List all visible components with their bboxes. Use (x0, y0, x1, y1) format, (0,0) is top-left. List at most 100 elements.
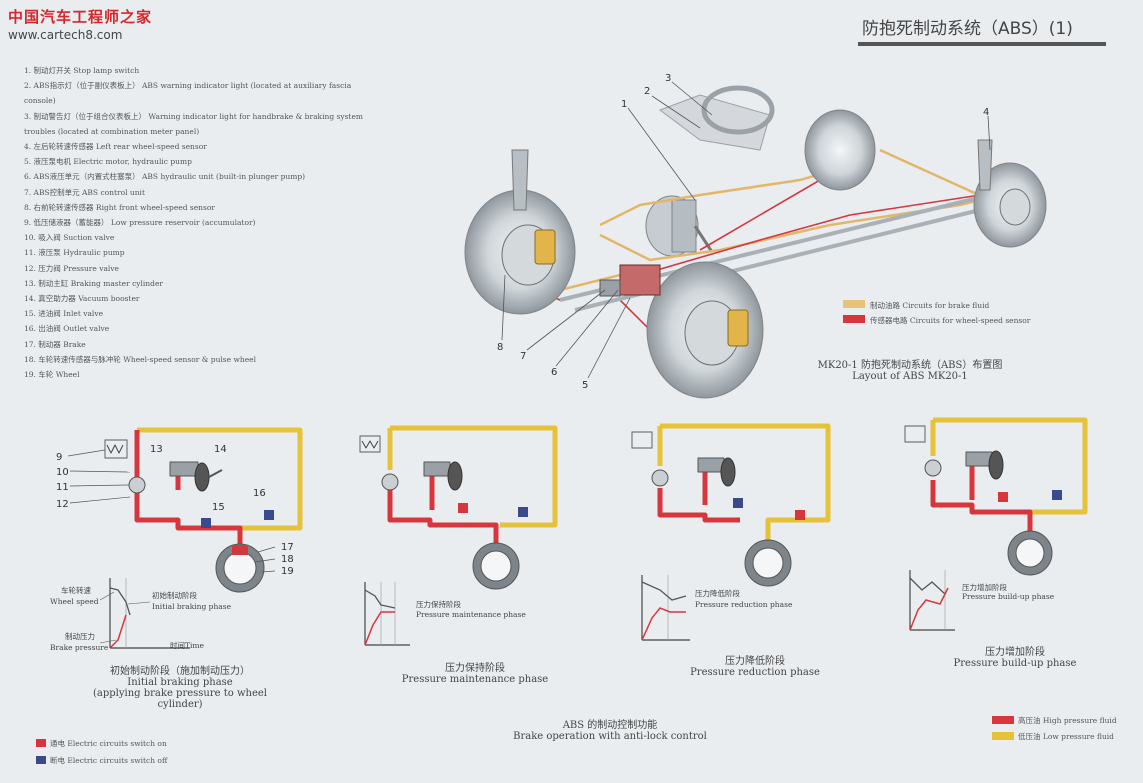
callout-leader-lines (501, 81, 991, 379)
callout-8: 8 (497, 342, 503, 353)
layout-caption-en: Layout of ABS MK20-1 (852, 371, 968, 382)
callout-1: 1 (621, 99, 627, 110)
callout-10: 10 (56, 467, 69, 478)
legend-item: 1. 制动灯开关 Stop lamp switch (24, 66, 140, 75)
wheel-speed-cn: 车轮转速 (61, 585, 91, 595)
time-label: 时间Time (170, 640, 205, 650)
callout-4: 4 (983, 107, 989, 118)
legend-item: 19. 车轮 Wheel (24, 370, 80, 380)
component-legend: 1. 制动灯开关 Stop lamp switch 2. ABS指示灯（位于副仪表… (24, 63, 384, 382)
legend-item: 13. 制动主缸 Braking master cylinder (24, 278, 163, 288)
callout-11: 11 (56, 482, 69, 493)
phase-3-caption-cn: 压力降低阶段 (725, 656, 785, 667)
legend-item: 7. ABS控制单元 ABS control unit (24, 187, 145, 197)
legend-item: 16. 出油阀 Outlet valve (24, 324, 110, 334)
phase-1-caption: 初始制动阶段（施加制动压力） Initial braking phase (ap… (70, 662, 290, 710)
phase-3-graph-en: Pressure reduction phase (695, 600, 793, 609)
watermark-cn: 中国汽车工程师之家 (8, 8, 153, 26)
high-pressure-swatch (992, 716, 1014, 724)
phase-2-hydraulic-diagram (359, 425, 558, 590)
high-pressure-label: 高压油 High pressure fluid (1018, 715, 1117, 725)
sensor-legend-label: 传感器电路 Circuits for wheel-speed sensor (870, 315, 1031, 325)
phase-4-graph-en: Pressure build-up phase (962, 592, 1055, 601)
legend-item: 12. 压力阀 Pressure valve (24, 263, 119, 273)
legend-item: 5. 液压泵电机 Electric motor, hydraulic pump (24, 157, 192, 167)
legend-item: 18. 车轮转速传感器与脉冲轮 Wheel-speed sensor & pul… (24, 354, 256, 364)
switch-off-label: 断电 Electric circuits switch off (50, 755, 168, 765)
callout-16: 16 (253, 488, 266, 499)
vacuum-booster-illustration (645, 195, 714, 257)
watermark-url: www.cartech8.com (8, 28, 123, 42)
legend-item: 6. ABS液压单元（内置式柱塞泵） ABS hydraulic unit (b… (24, 172, 306, 182)
callout-14: 14 (214, 444, 227, 455)
graph-labels: 车轮转速 Wheel speed 初始制动阶段 Initial braking … (50, 582, 1055, 652)
brake-pressure-en: Brake pressure (50, 643, 109, 652)
callout-13: 13 (150, 444, 163, 455)
switch-on-label: 通电 Electric circuits switch on (50, 738, 167, 748)
front-left-wheel-illustration (646, 261, 764, 399)
phase-2-caption: 压力保持阶段 Pressure maintenance phase (390, 659, 560, 685)
phase-4-graph (909, 570, 955, 631)
graph-leader-lines (99, 591, 151, 644)
wheel-speed-en: Wheel speed (50, 597, 99, 606)
phase-3-caption: 压力降低阶段 Pressure reduction phase (670, 652, 840, 678)
initial-phase-en: Initial braking phase (152, 602, 232, 611)
front-right-wheel-illustration (464, 149, 576, 315)
watermark: 中国汽车工程师之家 www.cartech8.com (8, 6, 152, 42)
phase-2-graph-cn: 压力保持阶段 (416, 599, 461, 609)
phase-2-graph (364, 582, 410, 646)
phase-2-graph-en: Pressure maintenance phase (416, 610, 526, 619)
callout-12: 12 (56, 499, 69, 510)
phase-4-caption-en: Pressure build-up phase (953, 658, 1077, 669)
fluid-legend-swatch (843, 300, 865, 308)
layout-caption-cn: MK20-1 防抱死制动系统（ABS）布置图 (817, 360, 1003, 371)
callout-2: 2 (644, 86, 650, 97)
page-title: 防抱死制动系统（ABS）(1) (862, 19, 1073, 39)
callout-3: 3 (665, 73, 671, 84)
phase-4-hydraulic-diagram (904, 417, 1088, 576)
phase-4-caption: 压力增加阶段 Pressure build-up phase (940, 643, 1090, 669)
legend-item: 17. 制动器 Brake (24, 339, 86, 349)
legend-item: 9. 低压储液器（蓄能器） Low pressure reservoir (ac… (24, 218, 256, 228)
switch-off-swatch (36, 756, 46, 764)
phase-1-hydraulic-diagram (104, 427, 303, 593)
legend-item: 3. 制动警告灯（位于组合仪表板上） Warning indicator lig… (24, 111, 364, 136)
callout-7: 7 (520, 351, 526, 362)
steering-wheel-illustration (658, 85, 775, 151)
footer-caption-cn: ABS 的制动控制功能 (562, 720, 658, 731)
callout-9: 9 (56, 452, 62, 463)
brake-fluid-lines (519, 148, 1001, 320)
legend-item: 14. 真空助力器 Vacuum booster (24, 294, 140, 304)
callout-15: 15 (212, 502, 225, 513)
switch-on-swatch (36, 739, 46, 747)
phase-3-graph-cn: 压力降低阶段 (695, 588, 740, 598)
phase-3-graph (641, 575, 690, 641)
legend-item: 8. 右前轮转速传感器 Right front wheel-speed sens… (24, 202, 215, 212)
abs-layout-illustration: 1 2 3 4 5 6 7 8 制动油路 Circuits for brake … (464, 73, 1047, 399)
initial-phase-cn: 初始制动阶段 (152, 590, 197, 600)
phase-1-leader-lines (67, 449, 276, 573)
phase-1-callouts: 9 10 11 12 13 14 15 16 17 18 19 (56, 444, 294, 577)
callout-5: 5 (582, 380, 588, 391)
phase-2-caption-cn: 压力保持阶段 (445, 663, 505, 674)
legend-item: 2. ABS指示灯（位于副仪表板上） ABS warning indicator… (24, 81, 352, 106)
phase-2-caption-en: Pressure maintenance phase (401, 674, 549, 685)
phase-3-caption-en: Pressure reduction phase (690, 667, 820, 678)
phase-1-graph (109, 578, 190, 649)
phase-3-hydraulic-diagram (631, 423, 831, 587)
phase-1-caption-cn: 初始制动阶段（施加制动压力） (110, 666, 250, 677)
phase-1-caption-en2: (applying brake pressure to wheel cylind… (93, 688, 267, 710)
legend-item: 4. 左后轮转速传感器 Left rear wheel-speed sensor (24, 142, 207, 152)
fluid-legend-label: 制动油路 Circuits for brake fluid (870, 300, 989, 310)
brake-pressure-cn: 制动压力 (65, 631, 95, 641)
title-underline (858, 42, 1106, 46)
phase-1-caption-en1: Initial braking phase (127, 677, 233, 688)
callout-19: 19 (281, 566, 294, 577)
footer-caption: ABS 的制动控制功能 Brake operation with anti-lo… (500, 716, 720, 742)
legend-item: 11. 液压泵 Hydraulic pump (24, 248, 125, 258)
rear-wheels-illustration (804, 109, 1047, 248)
footer-caption-en: Brake operation with anti-lock control (513, 731, 707, 742)
sensor-legend-swatch (843, 315, 865, 323)
layout-caption: MK20-1 防抱死制动系统（ABS）布置图 Layout of ABS MK2… (790, 356, 1030, 382)
